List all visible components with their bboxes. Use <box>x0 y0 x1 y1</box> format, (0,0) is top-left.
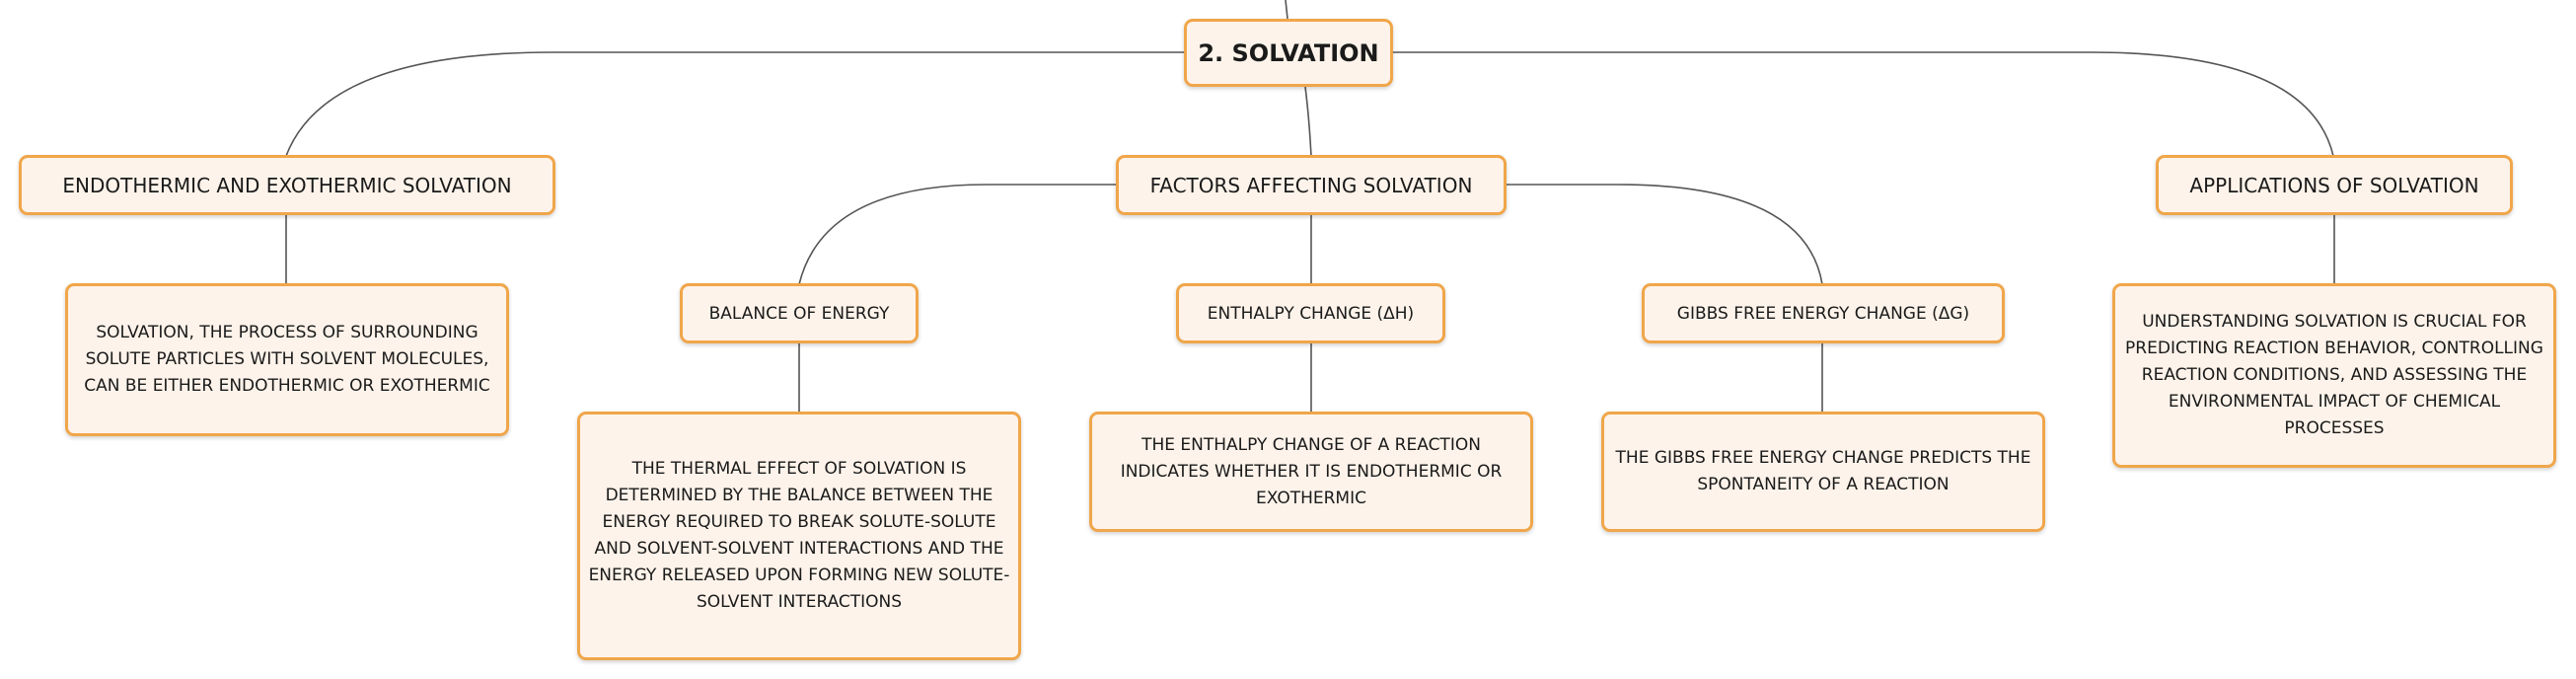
balance-of-energy-detail-node[interactable]: THE THERMAL EFFECT OF SOLVATION IS DETER… <box>577 412 1021 660</box>
balance-of-energy-detail: THE THERMAL EFFECT OF SOLVATION IS DETER… <box>588 459 1010 612</box>
balance-of-energy-label: BALANCE OF ENERGY <box>708 303 890 324</box>
connector-root-applications <box>1391 51 2334 157</box>
gibbs-free-energy-node[interactable]: GIBBS FREE ENERGY CHANGE (ΔG) <box>1642 283 2005 343</box>
endothermic-exothermic-detail-node[interactable]: SOLVATION, THE PROCESS OF SURROUNDING SO… <box>65 283 509 436</box>
enthalpy-change-detail-node[interactable]: THE ENTHALPY CHANGE OF A REACTION INDICA… <box>1089 412 1533 532</box>
applications-of-solvation-node[interactable]: APPLICATIONS OF SOLVATION <box>2156 155 2513 215</box>
enthalpy-change-label: ENTHALPY CHANGE (ΔH) <box>1207 303 1415 324</box>
gibbs-free-energy-detail-node[interactable]: THE GIBBS FREE ENERGY CHANGE PREDICTS TH… <box>1601 412 2045 532</box>
connector-parent-root <box>1285 0 1288 20</box>
factors-affecting-solvation-label: FACTORS AFFECTING SOLVATION <box>1149 173 1473 197</box>
endothermic-exothermic-node[interactable]: ENDOTHERMIC AND EXOTHERMIC SOLVATION <box>19 155 555 215</box>
enthalpy-change-node[interactable]: ENTHALPY CHANGE (ΔH) <box>1176 283 1445 343</box>
factors-affecting-solvation-node[interactable]: FACTORS AFFECTING SOLVATION <box>1116 155 1507 215</box>
enthalpy-change-detail: THE ENTHALPY CHANGE OF A REACTION INDICA… <box>1120 434 1503 508</box>
connector-root-endothermic <box>285 51 1186 157</box>
endothermic-exothermic-detail: SOLVATION, THE PROCESS OF SURROUNDING SO… <box>84 323 490 396</box>
connector-root-factors <box>1304 86 1312 157</box>
connector-factors-gibbs <box>1505 184 1823 285</box>
gibbs-free-energy-detail: THE GIBBS FREE ENERGY CHANGE PREDICTS TH… <box>1615 448 2031 494</box>
applications-of-solvation-detail-node[interactable]: UNDERSTANDING SOLVATION IS CRUCIAL FOR P… <box>2112 283 2556 468</box>
applications-of-solvation-label: APPLICATIONS OF SOLVATION <box>2189 173 2479 197</box>
connector-factors-balance <box>798 184 1117 285</box>
root-node[interactable]: 2. SOLVATION <box>1184 19 1393 87</box>
endothermic-exothermic-label: ENDOTHERMIC AND EXOTHERMIC SOLVATION <box>62 173 512 197</box>
gibbs-free-energy-label: GIBBS FREE ENERGY CHANGE (ΔG) <box>1676 303 1970 324</box>
root-label: 2. SOLVATION <box>1198 38 1379 67</box>
balance-of-energy-node[interactable]: BALANCE OF ENERGY <box>680 283 919 343</box>
applications-of-solvation-detail: UNDERSTANDING SOLVATION IS CRUCIAL FOR P… <box>2125 312 2543 438</box>
